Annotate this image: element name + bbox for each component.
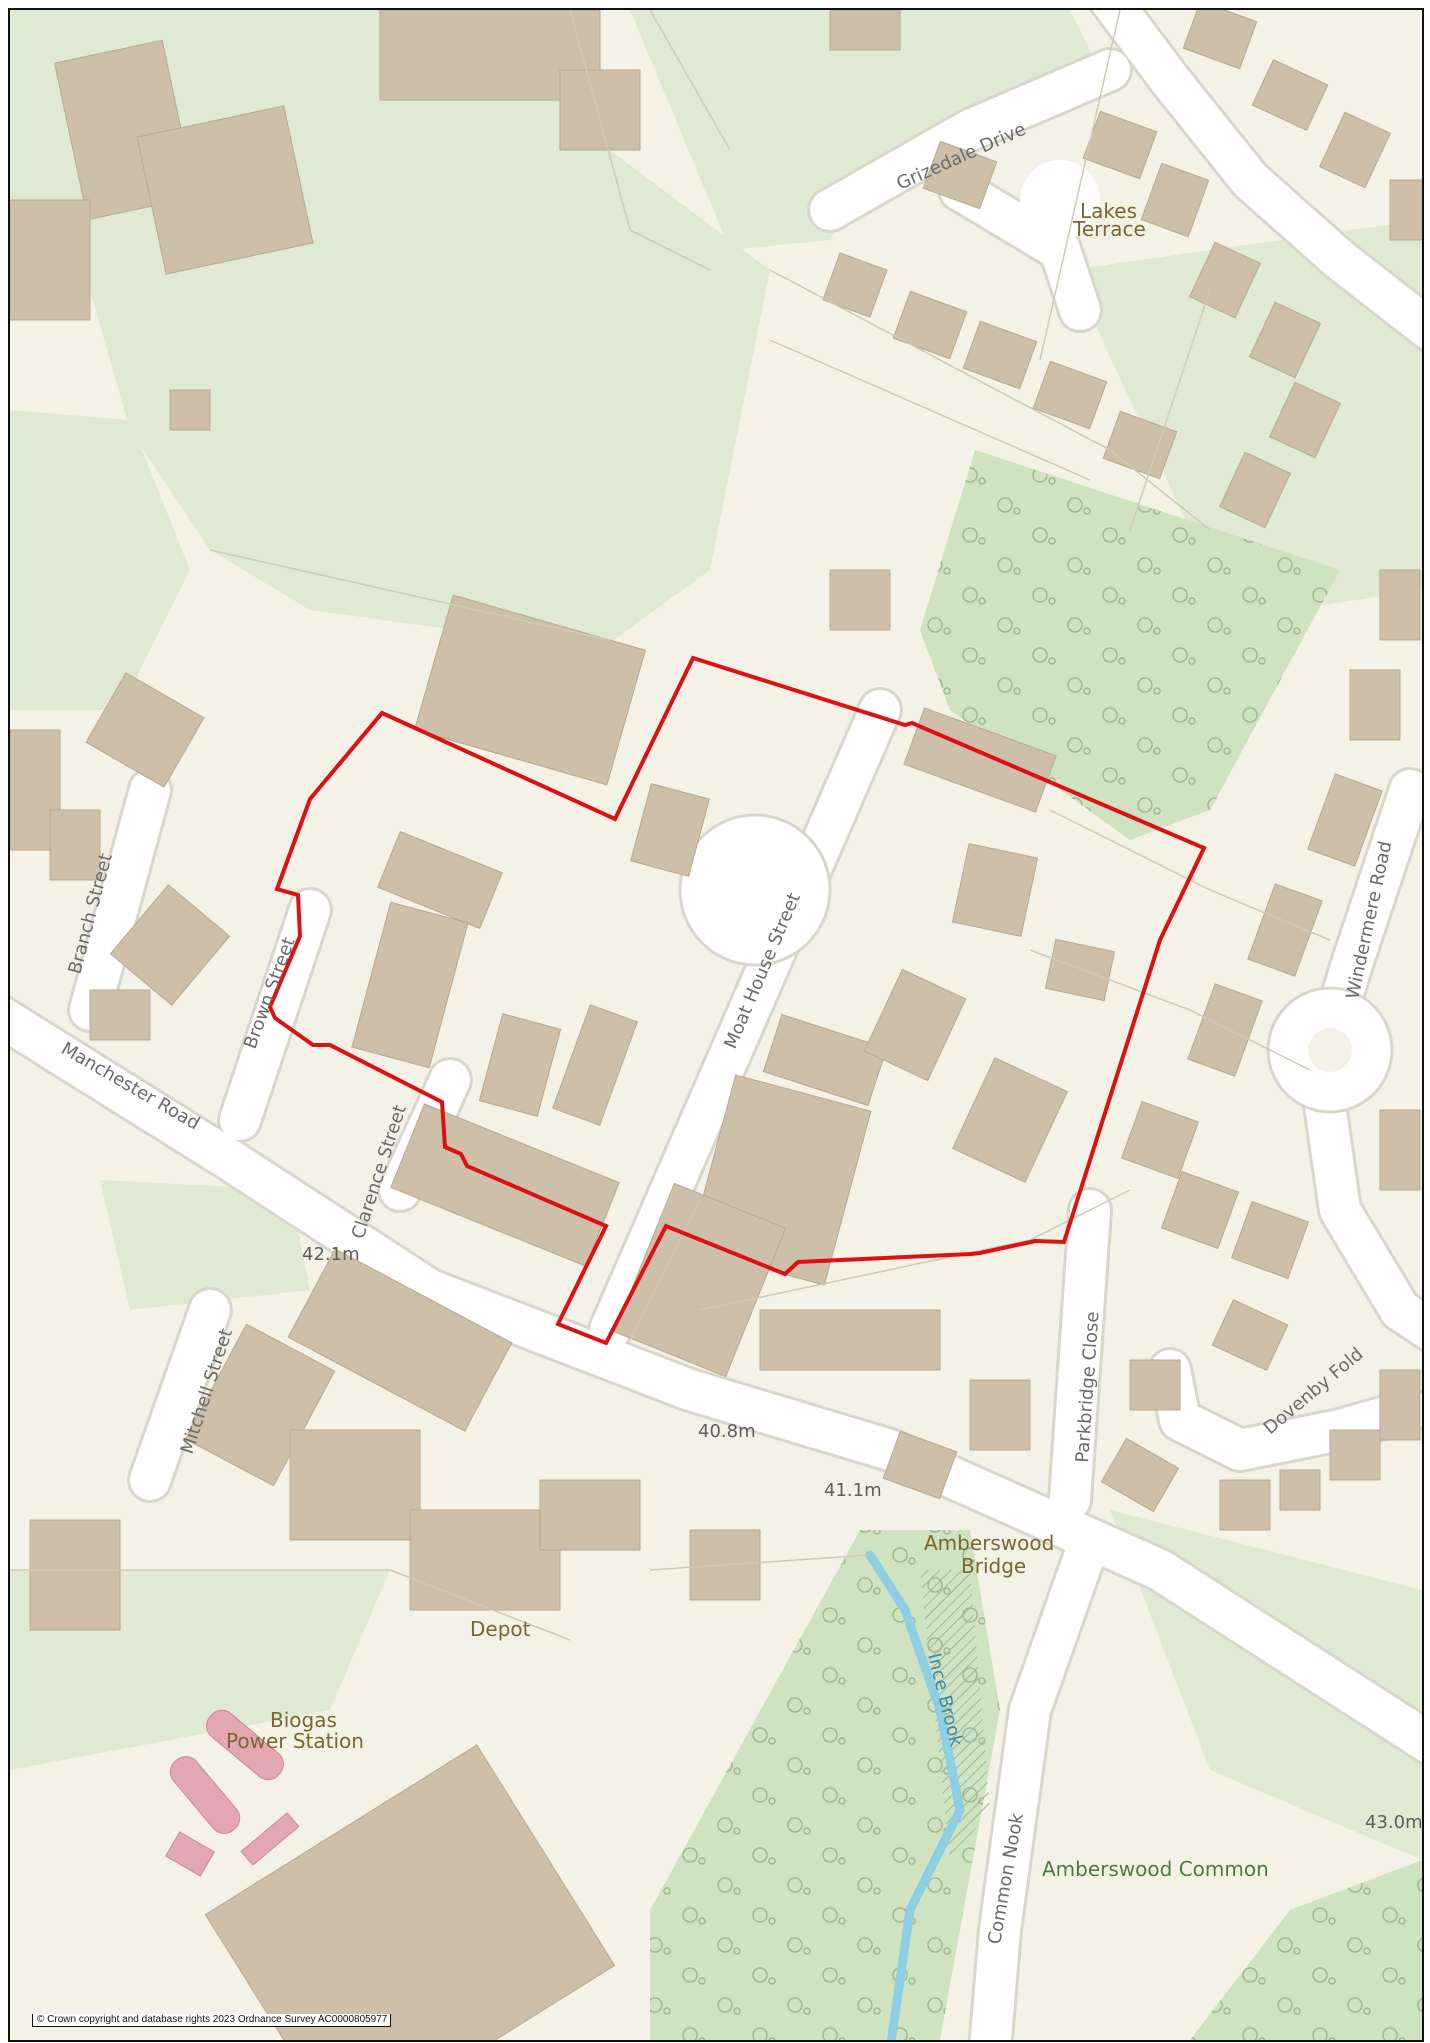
spot-height-1: 42.1m: [302, 1244, 360, 1265]
spot-height-4: 43.0m: [1365, 1812, 1422, 1833]
moat-house-street: [590, 690, 900, 1350]
label-lakes-terrace-2: Terrace: [1072, 217, 1146, 241]
manchester-road: [10, 998, 1422, 1763]
label-biogas-1: Biogas: [270, 1708, 337, 1732]
common-nook: [970, 1520, 1110, 2040]
grizedale-drive: [810, 50, 1130, 230]
label-biogas-2: Power Station: [226, 1729, 364, 1753]
spot-height-3: 41.1m: [824, 1480, 882, 1501]
branch-street: [70, 770, 170, 1030]
ince-brook: [865, 1550, 965, 2040]
parcel-lines: [10, 10, 1331, 1641]
label-amberswood-bridge-2: Bridge: [961, 1554, 1026, 1578]
site-boundary[interactable]: [267, 655, 1207, 1346]
label-lakes-terrace-1: Lakes: [1080, 199, 1137, 223]
map-frame[interactable]: Grizedale Drive Branch Street Brown Stre…: [8, 8, 1424, 2042]
embankment: [920, 1570, 990, 1860]
os-map[interactable]: Grizedale Drive Branch Street Brown Stre…: [10, 10, 1422, 2040]
label-amberswood-bridge-1: Amberswood: [924, 1531, 1054, 1555]
lakes-terrace-road: [940, 170, 1100, 330]
parkbridge-close: [1050, 1190, 1110, 1520]
woodland-areas: [650, 450, 1422, 2040]
windermere-road: [1300, 770, 1422, 1349]
biogas-tanks: [164, 1709, 300, 1877]
label-amberswood-common: Amberswood Common: [1042, 1857, 1269, 1881]
copyright-notice: © Crown copyright and database rights 20…: [32, 2014, 392, 2027]
label-depot: Depot: [470, 1617, 531, 1641]
spot-height-2: 40.8m: [698, 1421, 756, 1442]
roads: [10, 10, 1422, 2040]
mitchell-street: [130, 1290, 230, 1500]
grizedale-drive-east: [1092, 10, 1422, 349]
